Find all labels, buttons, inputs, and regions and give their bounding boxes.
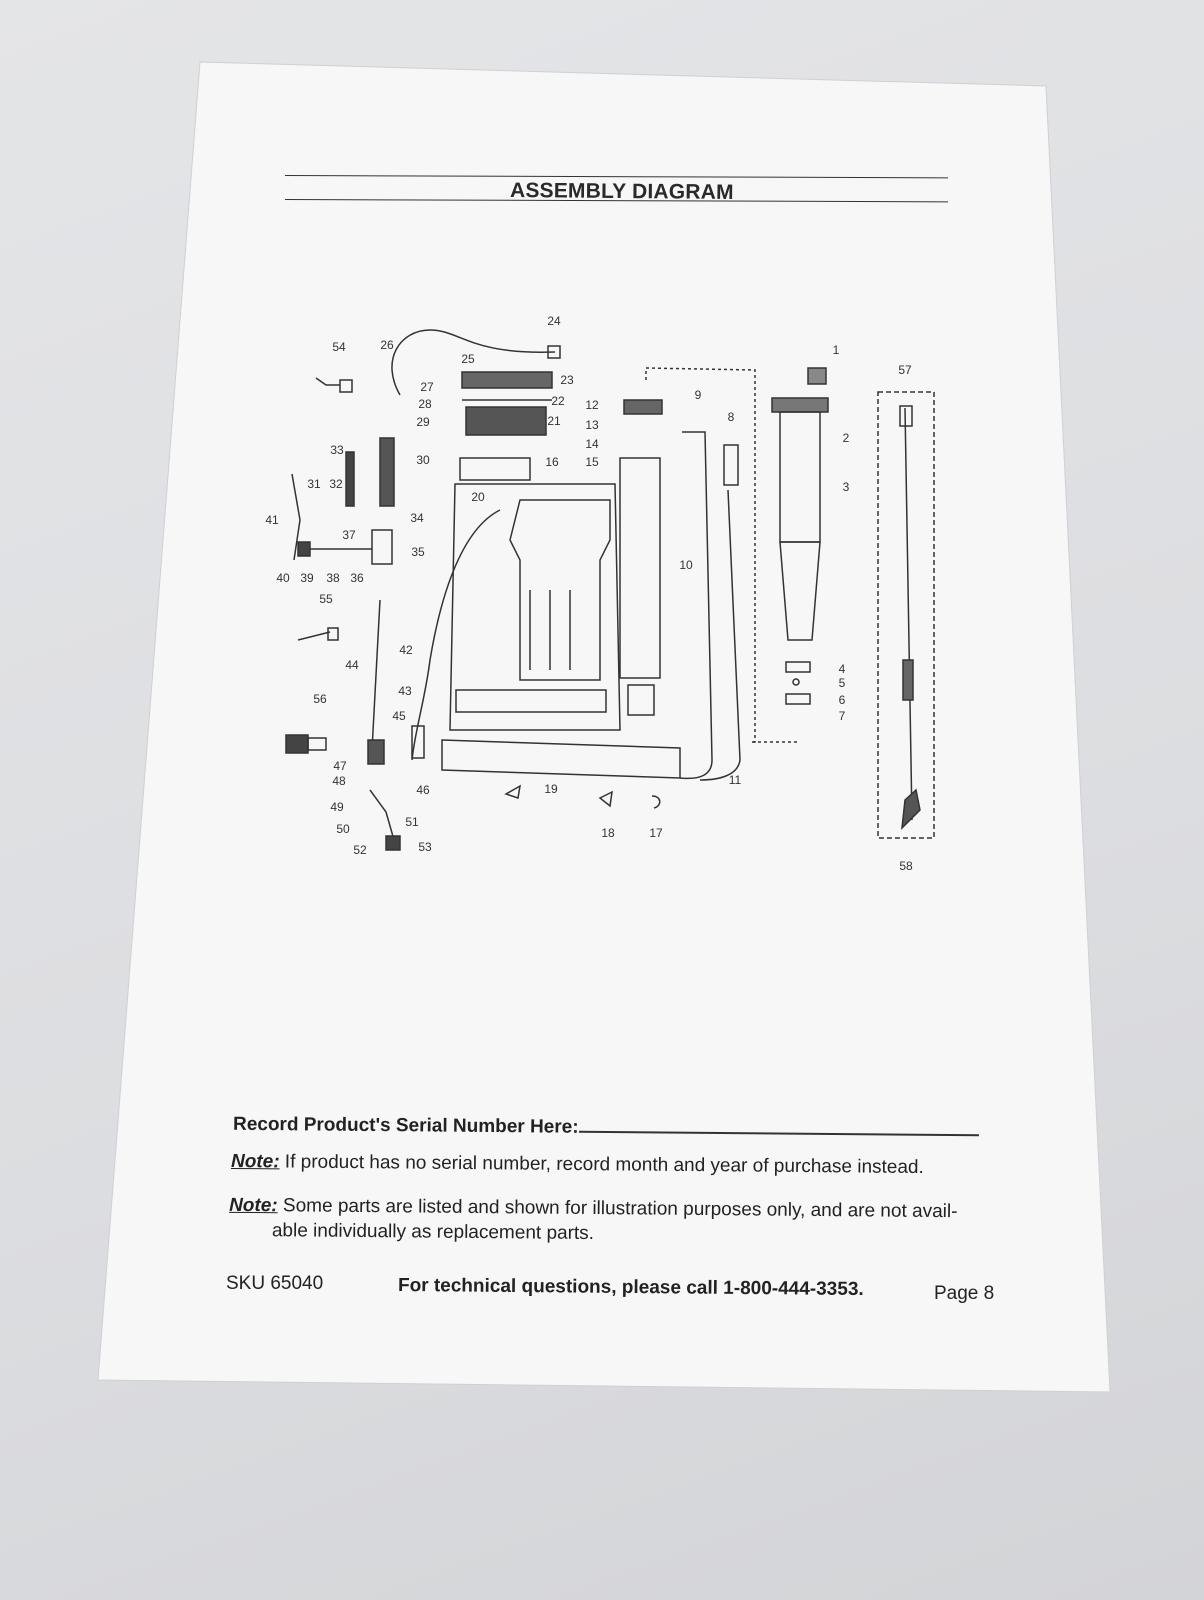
serial-number-field[interactable]	[578, 1130, 979, 1137]
part-label-47: 47	[333, 759, 347, 773]
part-label-20: 20	[471, 490, 485, 504]
part-label-10: 10	[679, 558, 693, 572]
part-label-24: 24	[547, 314, 561, 328]
part-label-21: 21	[547, 414, 561, 428]
page-number: Page 8	[934, 1283, 995, 1304]
part-label-44: 44	[345, 658, 359, 672]
part-label-54: 54	[332, 340, 346, 354]
part-label-11: 11	[728, 773, 742, 787]
part-label-14: 14	[585, 437, 599, 451]
part-label-22: 22	[551, 394, 565, 408]
part-label-55: 55	[319, 592, 333, 606]
part-label-51: 51	[405, 815, 419, 829]
note-text-line1: Some parts are listed and shown for illu…	[282, 1195, 958, 1223]
part-label-36: 36	[350, 571, 364, 585]
part-label-33: 33	[330, 443, 344, 457]
note-text: If product has no serial number, record …	[284, 1151, 924, 1179]
part-label-8: 8	[727, 410, 735, 424]
part-label-9: 9	[694, 388, 702, 402]
part-label-2: 2	[842, 431, 850, 445]
part-label-19: 19	[544, 782, 558, 796]
part-label-57: 57	[898, 363, 912, 377]
note-label: Note:	[230, 1150, 280, 1173]
part-label-41: 41	[265, 513, 279, 527]
part-label-16: 16	[545, 455, 559, 469]
part-label-25: 25	[461, 352, 475, 366]
part-label-12: 12	[585, 398, 599, 412]
part-label-15: 15	[585, 455, 599, 469]
part-label-53: 53	[418, 840, 432, 854]
part-label-58: 58	[899, 859, 913, 873]
serial-prompt-label: Record Product's Serial Number Here:	[232, 1113, 579, 1138]
sku-number: SKU 65040	[226, 1273, 324, 1294]
part-label-29: 29	[416, 415, 430, 429]
support-phone: For technical questions, please call 1-8…	[397, 1274, 864, 1301]
part-label-35: 35	[411, 545, 425, 559]
part-label-17: 17	[649, 826, 663, 840]
part-label-23: 23	[560, 373, 574, 387]
part-label-42: 42	[399, 643, 413, 657]
part-label-1: 1	[832, 343, 840, 357]
note-text-line2: able individually as replacement parts.	[271, 1220, 595, 1245]
part-label-37: 37	[342, 528, 356, 542]
note-parts: Note: Some parts are listed and shown fo…	[229, 1193, 958, 1249]
part-label-34: 34	[410, 511, 424, 525]
part-label-27: 27	[420, 380, 434, 394]
part-label-43: 43	[398, 684, 412, 698]
part-label-6: 6	[838, 693, 846, 707]
part-label-50: 50	[336, 822, 350, 836]
part-label-7: 7	[838, 709, 846, 723]
part-label-39: 39	[300, 571, 314, 585]
part-label-26: 26	[380, 338, 394, 352]
part-label-45: 45	[392, 709, 406, 723]
note-label: Note:	[229, 1194, 278, 1217]
part-label-31: 31	[307, 477, 321, 491]
part-label-28: 28	[418, 397, 432, 411]
part-label-52: 52	[353, 843, 367, 857]
part-label-3: 3	[842, 480, 850, 494]
part-label-30: 30	[416, 453, 430, 467]
part-label-18: 18	[601, 826, 615, 840]
part-label-5: 5	[838, 676, 846, 690]
part-label-48: 48	[332, 774, 346, 788]
part-label-49: 49	[330, 800, 344, 814]
part-label-40: 40	[276, 571, 290, 585]
part-label-46: 46	[416, 783, 430, 797]
part-label-13: 13	[585, 418, 599, 432]
part-label-56: 56	[313, 692, 327, 706]
part-label-32: 32	[329, 477, 343, 491]
part-label-38: 38	[326, 571, 340, 585]
part-label-4: 4	[838, 662, 846, 676]
